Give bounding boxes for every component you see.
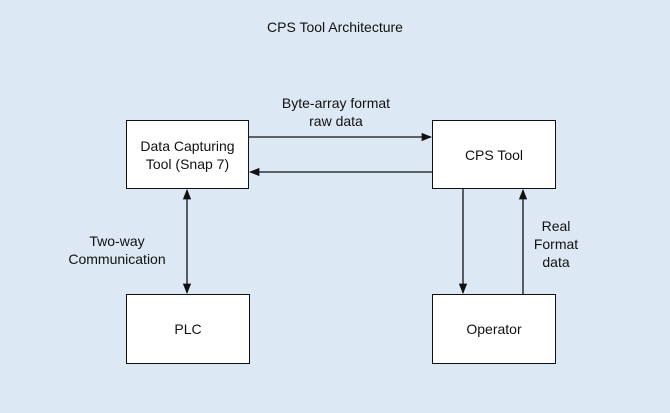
- edge-label-real-format: Real Format data: [528, 217, 584, 271]
- node-data-capturing-tool: Data Capturing Tool (Snap 7): [126, 120, 249, 189]
- node-capture-label-line2: Tool (Snap 7): [145, 155, 230, 172]
- edge-label-byte-array-line1: Byte-array format: [281, 95, 391, 111]
- edge-label-two-way-line2: Communication: [68, 251, 166, 267]
- node-operator: Operator: [432, 294, 556, 364]
- edge-label-byte-array-line2: raw data: [309, 113, 363, 129]
- diagram-title: CPS Tool Architecture: [267, 19, 403, 35]
- edge-label-real-format-line1: Real: [541, 218, 571, 234]
- node-plc-label: PLC: [174, 321, 202, 337]
- node-capture-label-line1: Data Capturing: [140, 137, 235, 154]
- edge-label-two-way-line1: Two-way: [89, 233, 145, 249]
- node-cps-tool: CPS Tool: [432, 120, 556, 189]
- edge-label-real-format-line2: Format: [533, 236, 579, 252]
- node-plc: PLC: [126, 294, 250, 364]
- edge-label-real-format-line3: data: [542, 254, 570, 270]
- node-operator-label: Operator: [466, 321, 522, 337]
- edge-label-byte-array: Byte-array format raw data: [262, 94, 410, 130]
- node-cps-label: CPS Tool: [464, 146, 524, 163]
- edge-label-two-way: Two-way Communication: [52, 232, 182, 268]
